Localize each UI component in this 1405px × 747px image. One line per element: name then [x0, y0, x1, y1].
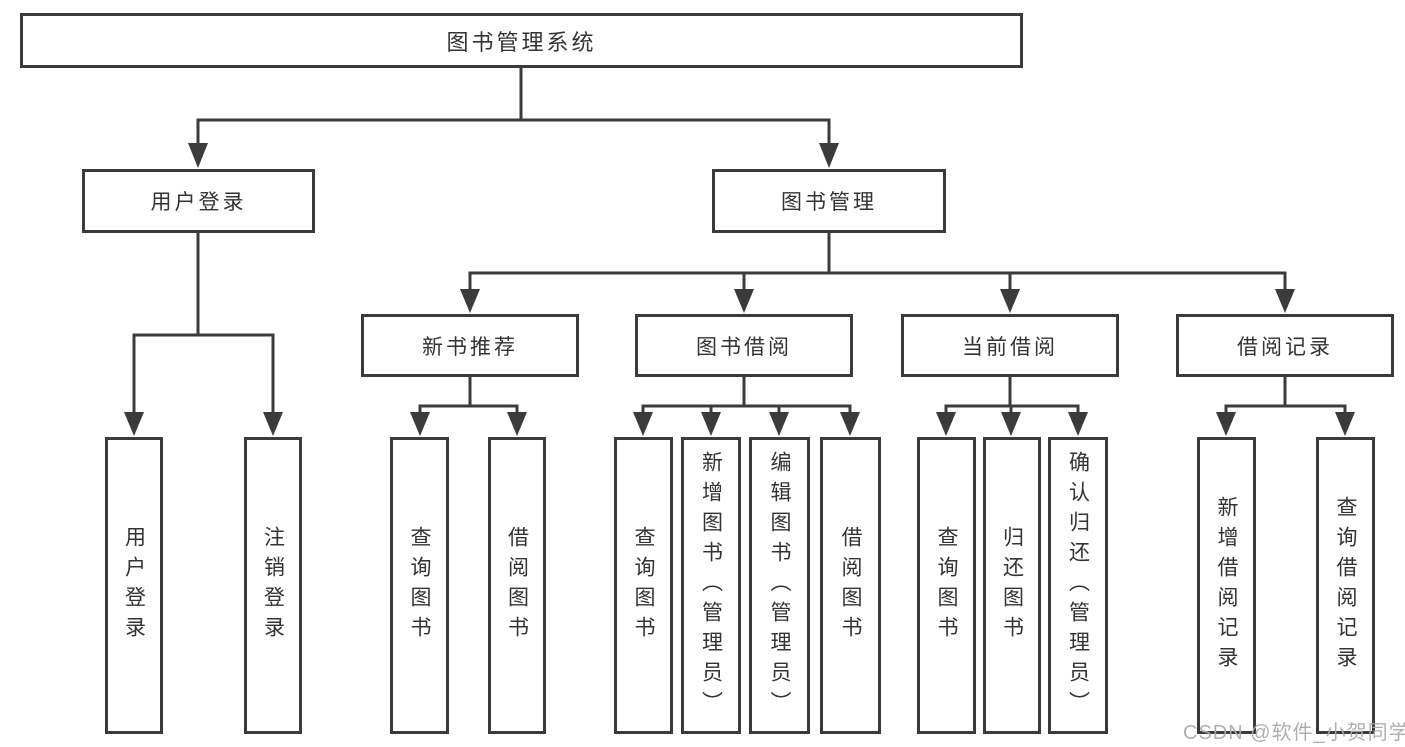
leaf-cb-query-books-label: 查询图书	[935, 525, 959, 646]
leaf-bb-edit-books-admin: 编辑图书（管理员）	[749, 437, 810, 734]
leaf-bb-borrow-books: 借阅图书	[820, 437, 881, 734]
leaf-bb-query-books: 查询图书	[614, 437, 673, 734]
leaf-bb-edit-books-admin-label: 编辑图书（管理员）	[768, 450, 792, 721]
leaf-br-add-record: 新增借阅记录	[1197, 437, 1256, 734]
leaf-rec-borrow-books-label: 借阅图书	[505, 525, 529, 646]
connector-root-to-branches	[188, 66, 839, 168]
node-current-borrow-label: 当前借阅	[962, 335, 1058, 359]
connector-new-book-to-leaves	[410, 374, 527, 436]
node-new-book-rec-label: 新书推荐	[422, 335, 518, 359]
leaf-cb-return-books-label: 归还图书	[1000, 525, 1024, 646]
leaf-bb-add-books-admin-label: 新增图书（管理员）	[699, 450, 723, 721]
node-borrow-records: 借阅记录	[1176, 314, 1394, 377]
leaf-logout-label: 注销登录	[261, 525, 285, 646]
leaf-bb-borrow-books-label: 借阅图书	[839, 525, 863, 646]
node-new-book-rec: 新书推荐	[361, 314, 579, 377]
leaf-rec-borrow-books: 借阅图书	[488, 437, 546, 734]
node-user-login-branch: 用户登录	[82, 169, 315, 233]
node-book-mgmt-branch-label: 图书管理	[781, 191, 877, 214]
connector-book-mgmt-to-modules	[460, 230, 1295, 313]
leaf-br-query-record-label: 查询借阅记录	[1334, 495, 1358, 676]
node-user-login-branch-label: 用户登录	[150, 191, 247, 214]
node-root-label: 图书管理系统	[446, 29, 597, 55]
node-current-borrow: 当前借阅	[901, 314, 1119, 377]
leaf-cb-confirm-return-admin: 确认归还（管理员）	[1048, 437, 1108, 734]
leaf-cb-return-books: 归还图书	[983, 437, 1041, 734]
leaf-bb-query-books-label: 查询图书	[632, 525, 656, 646]
csdn-watermark: CSDN @软件_小贺同学	[1183, 722, 1405, 744]
leaf-cb-query-books: 查询图书	[917, 437, 976, 734]
leaf-logout: 注销登录	[244, 437, 302, 734]
connector-user-login-to-leaves	[124, 230, 283, 436]
leaf-br-add-record-label: 新增借阅记录	[1215, 495, 1239, 676]
node-borrow-records-label: 借阅记录	[1237, 335, 1333, 359]
leaf-rec-query-books-label: 查询图书	[408, 525, 432, 646]
leaf-br-query-record: 查询借阅记录	[1316, 437, 1375, 734]
node-book-borrow-label: 图书借阅	[696, 335, 792, 359]
leaf-user-login: 用户登录	[105, 437, 163, 734]
connector-book-borrow-to-leaves	[633, 374, 860, 436]
connector-current-borrow-to-leaves	[936, 374, 1088, 436]
node-book-borrow: 图书借阅	[635, 314, 853, 377]
node-root: 图书管理系统	[20, 13, 1023, 68]
leaf-bb-add-books-admin: 新增图书（管理员）	[681, 437, 741, 734]
leaf-user-login-label: 用户登录	[122, 525, 146, 646]
node-book-mgmt-branch: 图书管理	[712, 169, 946, 233]
leaf-cb-confirm-return-admin-label: 确认归还（管理员）	[1066, 450, 1090, 721]
connector-borrow-records-to-leaves	[1216, 374, 1355, 436]
leaf-rec-query-books: 查询图书	[390, 437, 449, 734]
